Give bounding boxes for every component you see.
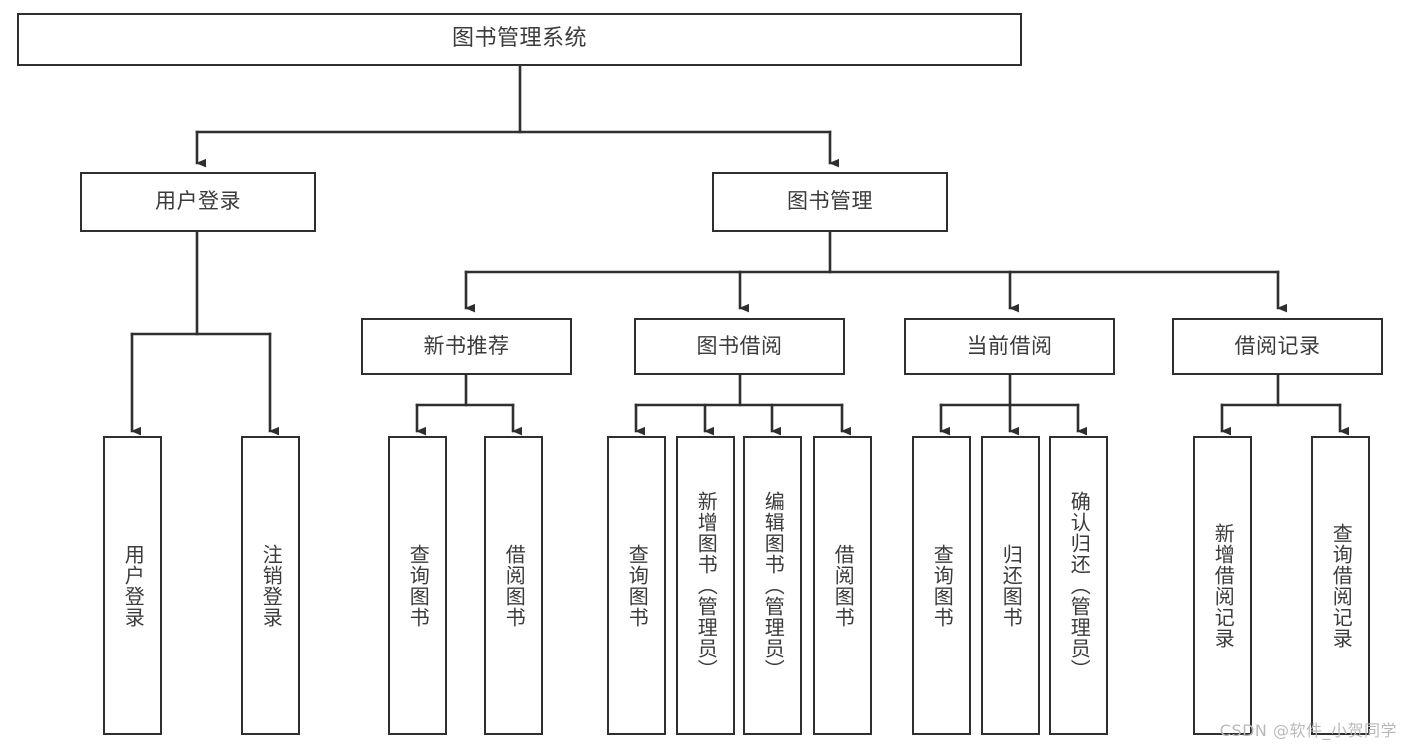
leaf-current-borrow-confirm[interactable]: 确认归还（管理员） [1049, 436, 1108, 735]
leaf-label: 注销登录 [259, 543, 284, 628]
leaf-current-borrow-return[interactable]: 归还图书 [981, 436, 1040, 735]
leaf-label: 确认归还（管理员） [1067, 491, 1092, 680]
node-user-login[interactable]: 用户登录 [80, 172, 316, 232]
leaf-label: 借阅图书 [502, 543, 527, 628]
node-root-system[interactable]: 图书管理系统 [17, 13, 1022, 66]
leaf-label: 借阅图书 [831, 543, 856, 628]
leaf-book-borrow-borrow[interactable]: 借阅图书 [813, 436, 872, 735]
leaf-new-book-query[interactable]: 查询图书 [388, 436, 447, 735]
leaf-borrow-record-add[interactable]: 新增借阅记录 [1193, 436, 1252, 735]
leaf-label: 查询图书 [406, 543, 431, 628]
node-borrow-record[interactable]: 借阅记录 [1172, 318, 1383, 375]
watermark-text: CSDN @软件_小贺同学 [1219, 721, 1397, 740]
leaf-label: 查询图书 [930, 543, 955, 628]
leaf-user-login-login[interactable]: 用户登录 [103, 436, 162, 735]
leaf-new-book-borrow[interactable]: 借阅图书 [484, 436, 543, 735]
leaf-label: 编辑图书（管理员） [761, 491, 786, 680]
leaf-current-borrow-query[interactable]: 查询图书 [912, 436, 971, 735]
leaf-label: 新增图书（管理员） [694, 491, 719, 680]
leaf-label: 查询图书 [625, 543, 650, 628]
leaf-label: 用户登录 [121, 543, 146, 628]
node-current-borrow[interactable]: 当前借阅 [904, 318, 1115, 375]
leaf-book-borrow-add[interactable]: 新增图书（管理员） [676, 436, 735, 735]
node-book-management[interactable]: 图书管理 [712, 172, 948, 232]
leaf-borrow-record-query[interactable]: 查询借阅记录 [1311, 436, 1370, 735]
node-book-borrow[interactable]: 图书借阅 [634, 318, 845, 375]
leaf-book-borrow-query[interactable]: 查询图书 [607, 436, 666, 735]
leaf-label: 归还图书 [999, 543, 1024, 628]
leaf-user-login-logout[interactable]: 注销登录 [241, 436, 300, 735]
leaf-label: 查询借阅记录 [1329, 522, 1354, 649]
leaf-book-borrow-edit[interactable]: 编辑图书（管理员） [743, 436, 802, 735]
node-new-book-recommend[interactable]: 新书推荐 [361, 318, 572, 375]
leaf-label: 新增借阅记录 [1211, 522, 1236, 649]
